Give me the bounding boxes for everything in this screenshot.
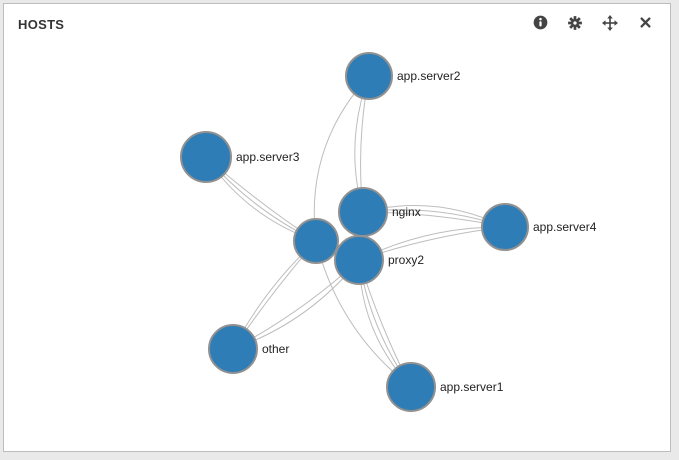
graph-node-host-unlabeled[interactable] bbox=[293, 218, 339, 264]
gear-icon bbox=[567, 15, 583, 34]
close-icon bbox=[639, 16, 652, 32]
graph-node-label: app.server2 bbox=[397, 69, 461, 83]
graph-node-label: app.server4 bbox=[533, 220, 597, 234]
info-icon bbox=[533, 15, 548, 33]
hosts-panel: HOSTS bbox=[3, 3, 671, 452]
graph-node-app-server3[interactable] bbox=[180, 131, 232, 183]
graph-node-nginx[interactable] bbox=[338, 187, 388, 237]
move-icon bbox=[602, 14, 618, 34]
info-button[interactable] bbox=[531, 15, 549, 33]
panel-header: HOSTS bbox=[4, 4, 670, 44]
panel-title: HOSTS bbox=[18, 16, 65, 32]
graph-node-app-server4[interactable] bbox=[481, 203, 529, 251]
graph-node-label: app.server1 bbox=[440, 380, 504, 394]
graph-node-label: app.server3 bbox=[236, 150, 300, 164]
settings-button[interactable] bbox=[566, 15, 584, 33]
graph-node-label: proxy2 bbox=[388, 253, 424, 267]
close-button[interactable] bbox=[636, 15, 654, 33]
move-button[interactable] bbox=[601, 14, 619, 34]
graph-node-app-server1[interactable] bbox=[386, 362, 436, 412]
graph-node-proxy2[interactable] bbox=[334, 235, 384, 285]
graph-node-label: nginx bbox=[392, 205, 421, 219]
panel-actions bbox=[531, 14, 654, 34]
graph-node-app-server2[interactable] bbox=[345, 52, 393, 100]
graph-node-label: other bbox=[262, 342, 289, 356]
graph-node-other[interactable] bbox=[208, 324, 258, 374]
host-graph: app.server2 app.server3 nginx proxy2 app.ser… bbox=[180, 52, 597, 412]
